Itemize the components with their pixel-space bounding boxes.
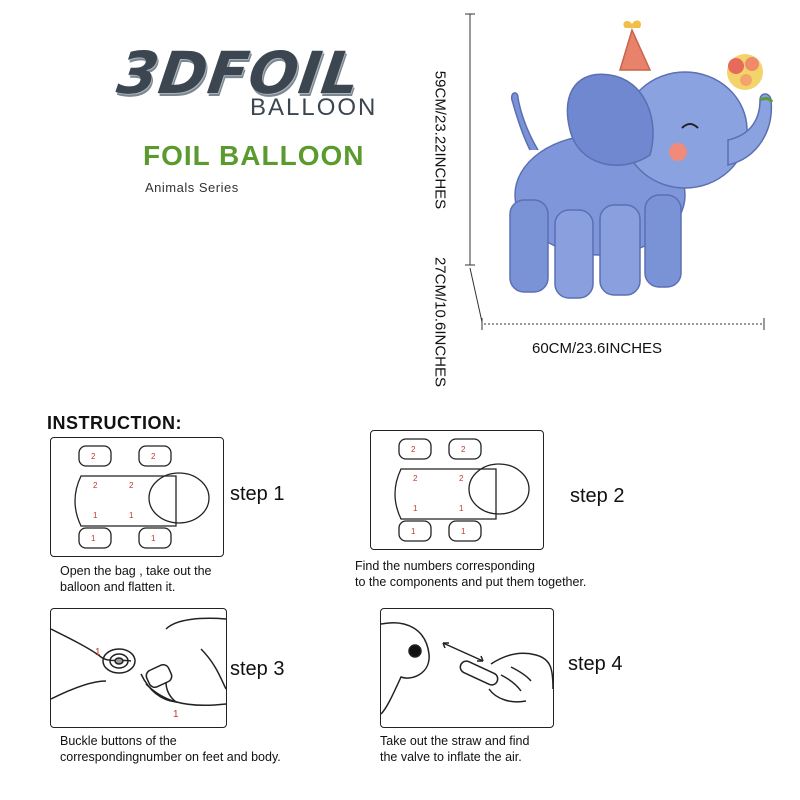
svg-text:1: 1 xyxy=(91,534,96,543)
instruction-title: INSTRUCTION: xyxy=(47,413,182,433)
step-2-label: step 2 xyxy=(570,485,625,507)
svg-text:2: 2 xyxy=(151,452,156,461)
step-4-caption-line1: Take out the straw and find xyxy=(380,734,530,748)
step-3-caption: Buckle buttons of the correspondingnumbe… xyxy=(60,733,281,765)
step-1-diagram: 2 2 2 2 1 1 1 1 xyxy=(50,437,224,557)
step-4-label: step 4 xyxy=(568,653,623,675)
svg-text:1: 1 xyxy=(411,527,416,536)
step-1-caption-line2: balloon and flatten it. xyxy=(60,580,176,594)
svg-text:2: 2 xyxy=(93,481,98,490)
hand-icon xyxy=(488,652,553,703)
dimension-lines xyxy=(465,13,765,330)
balloon-parts-matching-diagram: 2 2 2 2 1 1 1 1 xyxy=(394,438,530,542)
step-1-caption: Open the bag , take out the balloon and … xyxy=(60,563,212,595)
svg-text:1: 1 xyxy=(151,534,156,543)
hand-icon xyxy=(51,617,226,707)
svg-text:2: 2 xyxy=(461,445,466,454)
svg-text:1: 1 xyxy=(413,504,418,513)
svg-text:2: 2 xyxy=(129,481,134,490)
step-3-caption-line1: Buckle buttons of the xyxy=(60,734,177,748)
step-2-caption-line1: Find the numbers corresponding xyxy=(355,559,535,573)
step-3-diagram: 1 1 xyxy=(50,608,227,728)
svg-text:2: 2 xyxy=(413,474,418,483)
step-4-caption-line2: the valve to inflate the air. xyxy=(380,750,522,764)
step-4-caption: Take out the straw and find the valve to… xyxy=(380,733,529,765)
svg-text:2: 2 xyxy=(459,474,464,483)
svg-text:1: 1 xyxy=(459,504,464,513)
step-3-caption-line2: correspondingnumber on feet and body. xyxy=(60,750,281,764)
svg-text:1: 1 xyxy=(461,527,466,536)
svg-text:1: 1 xyxy=(173,709,179,720)
elephant-balloon-image xyxy=(465,13,774,330)
step-1-caption-line1: Open the bag , take out the xyxy=(60,564,212,578)
logo-sub-text: BALLOON xyxy=(250,94,378,121)
svg-text:1: 1 xyxy=(129,511,134,520)
brand-logo: 3DFOIL BALLOON xyxy=(113,39,398,122)
balloon-parts-flat-diagram: 2 2 2 2 1 1 1 1 xyxy=(74,445,210,549)
svg-text:1: 1 xyxy=(95,647,101,658)
step-2-diagram: 2 2 2 2 1 1 1 1 xyxy=(370,430,544,550)
step-1-label: step 1 xyxy=(230,483,285,505)
depth-dimension: 27CM/10.6INCHES xyxy=(431,256,449,388)
flower-bouquet-icon xyxy=(727,54,774,103)
width-dimension: 60CM/23.6INCHES xyxy=(532,340,663,357)
series-label: Animals Series xyxy=(145,180,239,195)
button-clasp-icon: 1 1 xyxy=(51,617,226,720)
svg-text:2: 2 xyxy=(91,452,96,461)
step-2-caption: Find the numbers corresponding to the co… xyxy=(355,558,586,590)
svg-text:1: 1 xyxy=(93,511,98,520)
step-4-diagram xyxy=(380,608,554,728)
svg-text:2: 2 xyxy=(411,445,416,454)
height-dimension: 59CM/23.22INCHES xyxy=(431,70,449,210)
headline: FOIL BALLOON xyxy=(143,140,365,171)
step-2-caption-line2: to the components and put them together. xyxy=(355,575,587,589)
straw-icon xyxy=(381,622,553,715)
step-3-label: step 3 xyxy=(230,658,285,680)
